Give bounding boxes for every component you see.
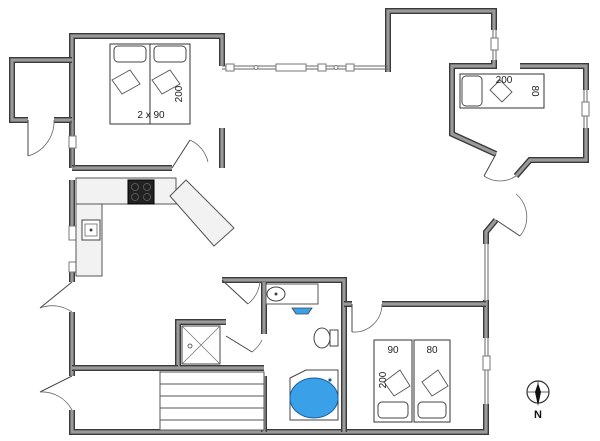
door-bedroom-arc: [189, 139, 209, 163]
window-west-3: [68, 261, 77, 273]
wall-main-outline-fill: [70, 34, 224, 168]
se-bedroom: 90 80 200: [373, 339, 451, 423]
east-bedroom: 200 80: [459, 73, 545, 109]
compass-needle-icon: [535, 383, 541, 406]
bed-main-pillow-right: [153, 45, 187, 63]
bed-se-pillow-right: [417, 401, 447, 419]
window-north-3: [317, 63, 327, 72]
window-north-2: [275, 63, 307, 72]
wall-west-annex-fill: [10, 58, 72, 122]
wall-east-bedroom-fill: [450, 60, 497, 156]
window-west-2: [68, 225, 77, 241]
bed-main-length-label: 200: [174, 85, 185, 102]
door-east-external-leaf: [495, 219, 521, 237]
door-east-bedroom-arc: [483, 175, 517, 182]
wall-east-bedroom-bottom: [513, 128, 589, 178]
toilet-tank: [329, 329, 339, 347]
doors: [27, 119, 528, 411]
door-entrance-arc: [39, 305, 73, 313]
stairs: [159, 371, 265, 431]
window-north-mullion-2: [333, 65, 339, 70]
bed-se-right-width-label: 80: [426, 345, 438, 356]
bed-main-sheet-right: [151, 69, 181, 95]
wall-shower-fill: [176, 320, 264, 370]
bathtub-icon: [289, 377, 339, 419]
compass-north-label: N: [534, 409, 542, 421]
kitchen: [75, 177, 235, 277]
bed-se-sheet-left: [383, 369, 411, 397]
bed-main-pillow-left: [113, 45, 147, 63]
stove-burner-4: [143, 193, 151, 201]
bed-east-pillow: [461, 75, 483, 107]
window-west-1: [68, 135, 77, 149]
door-se-bedroom-arc: [351, 303, 383, 333]
outer-walls: [9, 8, 589, 435]
door-annex-arc: [27, 119, 55, 157]
bed-east-length-label: 200: [496, 75, 513, 86]
wall-se-bottom-fill: [352, 404, 488, 434]
door-shower-leaf: [225, 335, 253, 353]
bathroom: [265, 283, 339, 421]
wall-north-east-fill: [386, 9, 496, 72]
kitchen-counter-island: [169, 179, 235, 247]
stove-burner-2: [143, 183, 151, 191]
toilet-icon: [313, 327, 331, 349]
bed-se-sheet-right: [421, 369, 449, 397]
door-east-bedroom-leaf: [483, 153, 497, 177]
bathroom-sink-drain: [274, 292, 278, 296]
stove-burner-3: [131, 193, 139, 201]
window-north-mullion-1: [253, 65, 259, 70]
wall-east-bedroom-bottom-fill: [514, 128, 588, 178]
window-north-4: [345, 63, 355, 72]
windows: [68, 30, 590, 404]
bed-main-label: 2 x 90: [137, 110, 165, 121]
shower-cross-2: [181, 325, 221, 365]
bed-se-left-width-label: 90: [387, 345, 399, 356]
wall-east-bedroom-right-fill: [520, 64, 588, 90]
bathtub-drain: [328, 378, 332, 382]
bed-se-length-label: 200: [378, 371, 389, 388]
window-ne: [490, 37, 499, 51]
wall-west-annex: [9, 57, 72, 123]
door-bedroom-leaf: [171, 139, 191, 169]
wall-south-fill: [70, 410, 352, 434]
kitchen-sink-basin: [84, 223, 98, 237]
wall-bathroom-top-fill: [222, 278, 346, 432]
window-se: [482, 355, 491, 371]
door-bathroom-arc: [247, 281, 261, 305]
window-east: [581, 101, 590, 117]
stairs-frame: [159, 371, 265, 431]
door-west-lower-arc: [39, 391, 73, 411]
stove-burner-1: [131, 183, 139, 191]
door-shower-arc: [251, 339, 263, 353]
compass: N: [526, 380, 550, 421]
bed-main-sheet-left: [111, 69, 141, 95]
bed-east-width-label: 80: [529, 85, 540, 97]
shower-drain-icon: [187, 343, 193, 349]
stove-icon: [127, 179, 155, 205]
door-east-external-arc: [515, 193, 528, 237]
bed-east-sheet: [489, 79, 513, 103]
door-bathroom-leaf: [221, 279, 249, 305]
wall-east-diagonal-fill: [484, 218, 498, 244]
kitchen-sink-drain: [89, 228, 93, 232]
wall-north-east: [385, 8, 497, 72]
kitchen-counter-north: [75, 177, 177, 205]
shower: [181, 325, 221, 365]
window-north-1: [225, 63, 235, 72]
bed-se-pillow-left: [377, 401, 409, 419]
door-entrance-leaf: [39, 281, 73, 309]
main-bedroom: 2 x 90 200: [109, 43, 191, 125]
door-west-lower-leaf: [39, 375, 73, 393]
bathroom-mirror-icon: [291, 307, 313, 315]
